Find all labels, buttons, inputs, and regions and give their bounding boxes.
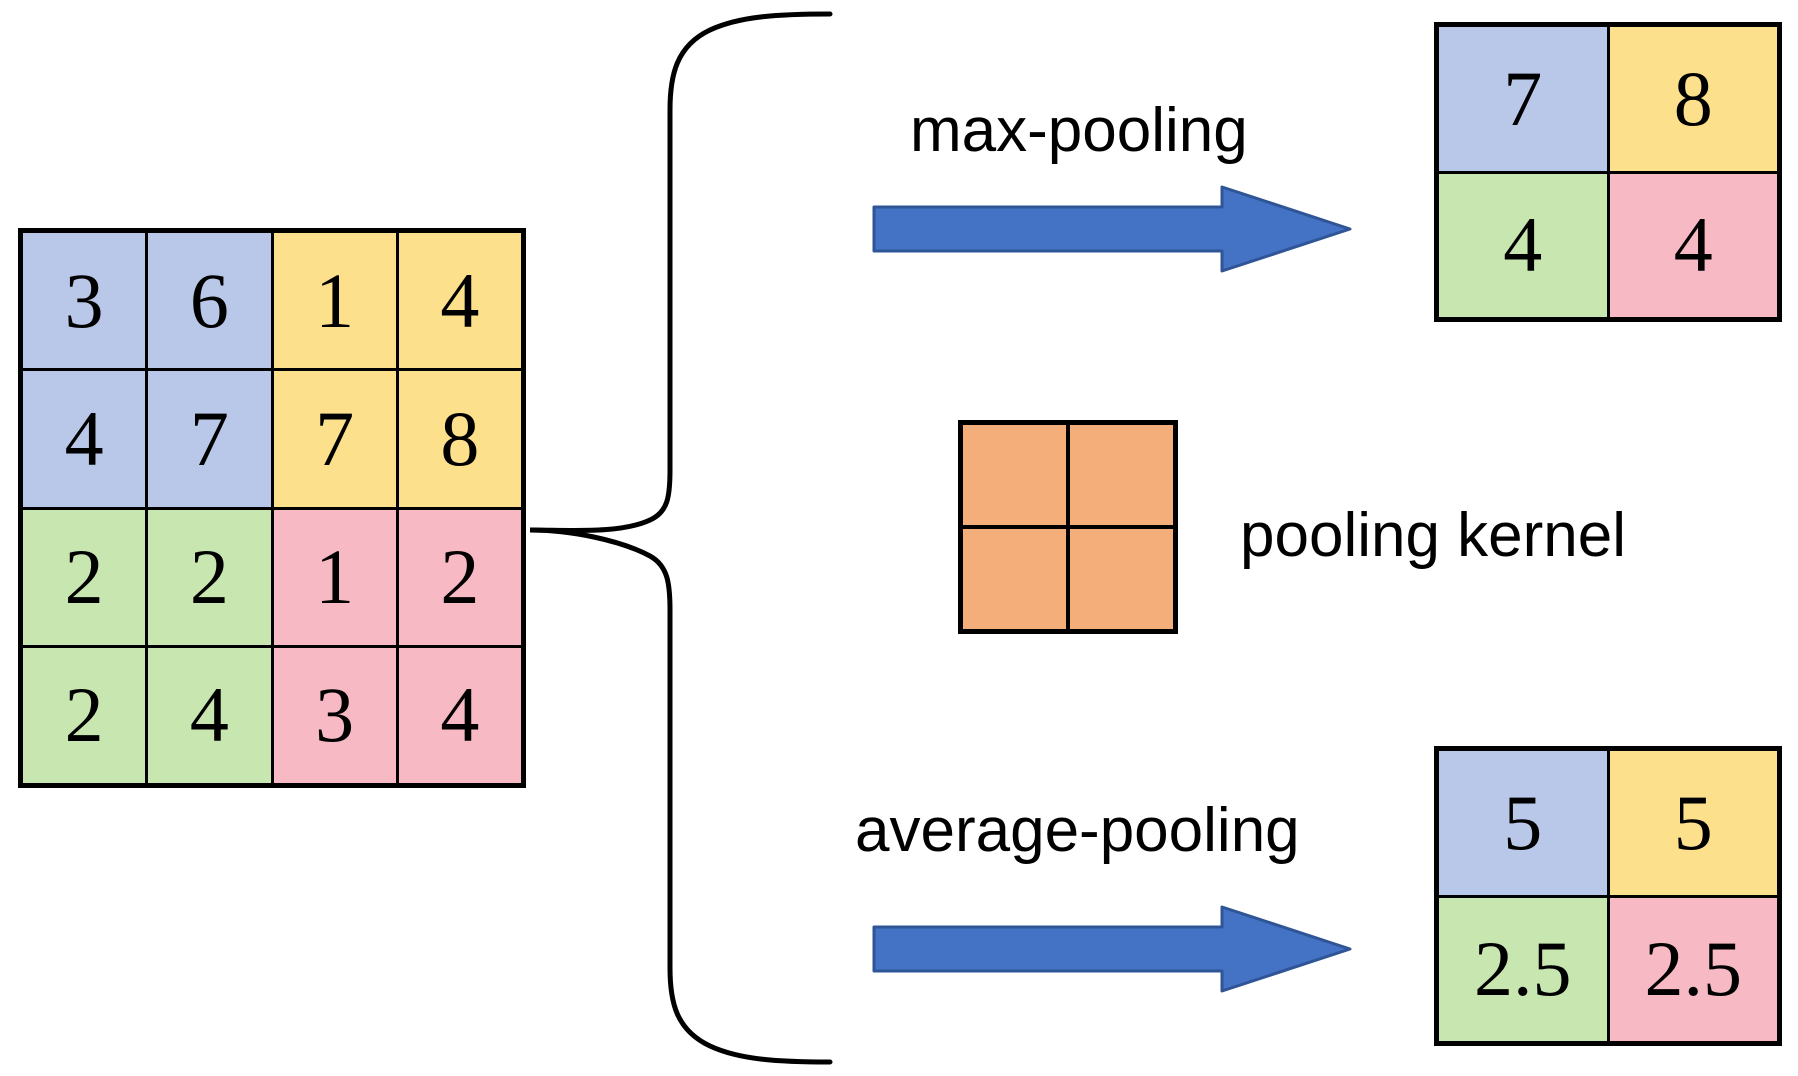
matrix-cell: 4: [1609, 173, 1777, 317]
matrix-cell: 7: [148, 371, 271, 507]
matrix-cell: [1070, 529, 1173, 629]
matrix-cell: 1: [273, 233, 396, 369]
matrix-cell: 4: [148, 647, 271, 783]
matrix-cell: 4: [398, 647, 521, 783]
pooling-kernel: [958, 420, 1178, 634]
pooling-kernel-label: pooling kernel: [1240, 501, 1627, 570]
matrix-cell: [963, 425, 1066, 525]
matrix-cell: 5: [1439, 751, 1607, 895]
matrix-cell: 4: [23, 371, 146, 507]
matrix-cell: 2: [23, 647, 146, 783]
matrix-cell: 8: [1609, 27, 1777, 171]
matrix-cell: 2.5: [1609, 897, 1777, 1041]
matrix-cell: 1: [273, 509, 396, 645]
matrix-cell: 3: [273, 647, 396, 783]
matrix-cell: 6: [148, 233, 271, 369]
matrix-cell: [963, 529, 1066, 629]
matrix-cell: 7: [1439, 27, 1607, 171]
matrix-cell: 7: [273, 371, 396, 507]
matrix-cell: 4: [1439, 173, 1607, 317]
matrix-cell: [1070, 425, 1173, 525]
curly-brace-icon: [530, 11, 833, 1065]
matrix-cell: 4: [398, 233, 521, 369]
max-pooling-right-arrow-icon: [872, 185, 1352, 273]
matrix-cell: 2: [398, 509, 521, 645]
matrix-cell: 2.5: [1439, 897, 1607, 1041]
matrix-cell: 5: [1609, 751, 1777, 895]
average-pooling-right-arrow-icon: [872, 905, 1352, 993]
max-pooling-label: max-pooling: [910, 96, 1248, 165]
matrix-cell: 2: [23, 509, 146, 645]
matrix-cell: 2: [148, 509, 271, 645]
average-pooling-label: average-pooling: [855, 796, 1300, 865]
matrix-cell: 3: [23, 233, 146, 369]
matrix-cell: 8: [398, 371, 521, 507]
